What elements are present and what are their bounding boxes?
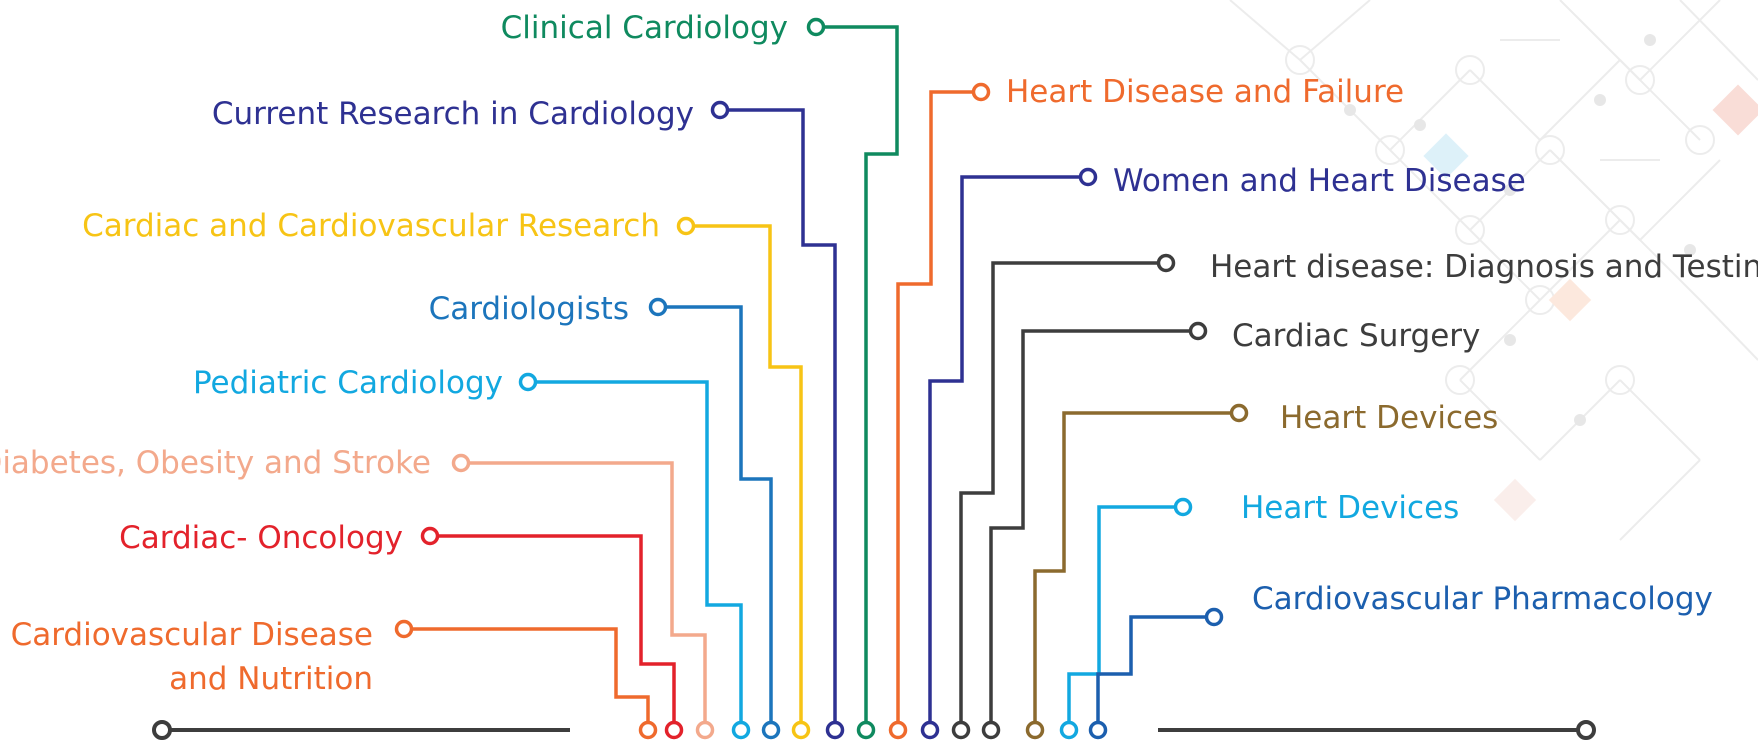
topic-label-current: Current Research in Cardiology [212, 96, 694, 132]
topic-label-cardiologists: Cardiologists [429, 291, 629, 327]
connector-line-diagnosis [959, 261, 1166, 730]
connector-line-current [720, 108, 837, 730]
label-node-pharma [1204, 607, 1224, 627]
connector-line-pediatric [528, 380, 743, 730]
label-node-surgery [1188, 321, 1208, 341]
baseline-node-cardiac-cv [791, 720, 811, 740]
connector-line-cardiologists [658, 305, 773, 730]
baseline-node-clinical [856, 720, 876, 740]
connector-line-failure [896, 90, 981, 730]
topic-label-devices1: Heart Devices [1280, 400, 1498, 436]
label-node-cardiac-cv [676, 216, 696, 236]
connector-line-surgery [989, 329, 1198, 730]
connector-cardiac-cv: Cardiac and Cardiovascular Research [82, 208, 811, 740]
label-node-cardiologists [648, 297, 668, 317]
baseline-right-end-node [1576, 720, 1596, 740]
label-node-diagnosis [1156, 253, 1176, 273]
label-node-current [710, 100, 730, 120]
topic-label-failure: Heart Disease and Failure [1006, 74, 1404, 110]
connector-women: Women and Heart Disease [920, 163, 1526, 740]
connector-failure: Heart Disease and Failure [888, 74, 1404, 740]
baseline-left-end-node [152, 720, 172, 740]
connector-current: Current Research in Cardiology [212, 96, 845, 740]
baseline-node-current [825, 720, 845, 740]
connector-cardiologists: Cardiologists [429, 291, 781, 740]
connector-devices1: Heart Devices [1025, 400, 1498, 740]
connector-surgery: Cardiac Surgery [981, 318, 1480, 740]
baseline-node-oncology [664, 720, 684, 740]
label-node-devices1 [1229, 403, 1249, 423]
baseline-node-devices1 [1025, 720, 1045, 740]
topic-label-women: Women and Heart Disease [1113, 163, 1526, 199]
baseline-node-failure [888, 720, 908, 740]
connector-line-nutrition [404, 627, 650, 730]
baseline-node-women [920, 720, 940, 740]
connector-oncology: Cardiac- Oncology [119, 520, 684, 740]
label-node-women [1078, 167, 1098, 187]
connector-clinical: Clinical Cardiology [501, 10, 899, 740]
baseline-node-nutrition [638, 720, 658, 740]
label-node-diabetes [451, 453, 471, 473]
connector-diagnosis: Heart disease: Diagnosis and Testing [951, 249, 1758, 740]
label-node-pediatric [518, 372, 538, 392]
connector-line-devices1 [1033, 411, 1239, 730]
circuit-background-pattern [1229, 0, 1758, 541]
label-node-failure [971, 82, 991, 102]
label-node-nutrition [394, 619, 414, 639]
connector-pharma: Cardiovascular Pharmacology [1088, 581, 1713, 740]
label-node-clinical [806, 17, 826, 37]
connector-line-cardiac-cv [686, 224, 803, 730]
topic-label-pediatric: Pediatric Cardiology [193, 365, 503, 401]
baseline-node-surgery [981, 720, 1001, 740]
topic-label-oncology: Cardiac- Oncology [119, 520, 403, 556]
baseline-node-pharma [1088, 720, 1108, 740]
connector-line-clinical [816, 25, 899, 730]
connector-line-diabetes [461, 461, 707, 730]
baseline-node-devices2 [1059, 720, 1079, 740]
topic-label-diabetes: Diabetes, Obesity and Stroke [0, 445, 431, 481]
baseline-node-cardiologists [761, 720, 781, 740]
topic-label-devices2: Heart Devices [1241, 490, 1459, 526]
topic-label-clinical: Clinical Cardiology [501, 10, 788, 46]
baseline-node-diagnosis [951, 720, 971, 740]
topic-label-diagnosis: Heart disease: Diagnosis and Testing [1210, 249, 1758, 285]
topic-label-surgery: Cardiac Surgery [1232, 318, 1480, 354]
connector-line-pharma [1096, 615, 1214, 730]
connector-diabetes: Diabetes, Obesity and Stroke [0, 445, 715, 740]
label-node-devices2 [1173, 497, 1193, 517]
baseline-node-pediatric [731, 720, 751, 740]
topic-label-pharma: Cardiovascular Pharmacology [1252, 581, 1713, 617]
label-node-oncology [420, 526, 440, 546]
connector-line-oncology [430, 534, 676, 730]
topic-label-cardiac-cv: Cardiac and Cardiovascular Research [82, 208, 660, 244]
connector-line-women [928, 175, 1088, 730]
baseline-node-diabetes [695, 720, 715, 740]
connector-pediatric: Pediatric Cardiology [193, 365, 751, 740]
